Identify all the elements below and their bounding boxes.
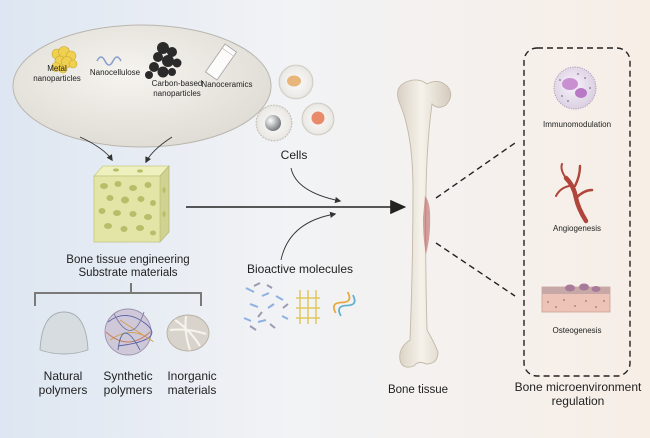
arrow-bioactive-to-main [280,211,337,261]
immunomodulation-label: Immunomodulation [542,120,612,129]
cells-label: Cells [280,148,308,162]
osteo-tissue-icon [541,283,611,313]
bioactive-label: Bioactive molecules [246,262,354,276]
regulation-box [523,47,631,377]
carbon-nanoparticle-icon [145,42,182,79]
bone-icon [397,79,452,368]
immune-cell-icon [553,66,597,110]
connector-lines [435,142,516,297]
inorganic-material-icon [166,314,210,352]
regulation-title: Bone microenvironment regulation [514,380,642,408]
nanoceramics-label: Nanoceramics [201,80,253,89]
cell-icon [255,64,335,142]
synthetic-polymer-icon [104,308,154,356]
metal-nanoparticles-label: Metal nanoparticles [33,64,81,83]
angiogenesis-label: Angiogenesis [552,224,602,233]
nanocellulose-label: Nanocellulose [89,68,141,77]
arrow-nano-to-scaffold-right [145,136,173,164]
metal-nanoparticle-icon [51,46,78,74]
nanocellulose-icon [96,56,122,66]
arrow-nano-to-scaffold-left [79,136,113,162]
substrate-label: Bone tissue engineering Substrate materi… [66,254,190,279]
carbon-nanoparticles-label: Carbon-based nanoparticles [151,79,203,98]
substrate-bracket [34,283,202,306]
natural-polymers-label: Natural polymers [38,369,88,397]
nanoceramic-icon [204,43,238,81]
blood-vessel-icon [555,163,594,224]
inorganic-materials-label: Inorganic materials [167,369,217,397]
bioactive-molecule-icon [243,282,356,331]
nanomaterial-bubble [12,24,272,148]
osteogenesis-label: Osteogenesis [552,326,602,335]
arrow-cells-to-main [290,167,342,204]
scaffold-icon [93,164,170,244]
bone-tissue-label: Bone tissue [387,384,449,396]
synthetic-polymers-label: Synthetic polymers [103,369,153,397]
natural-polymer-icon [39,311,89,355]
